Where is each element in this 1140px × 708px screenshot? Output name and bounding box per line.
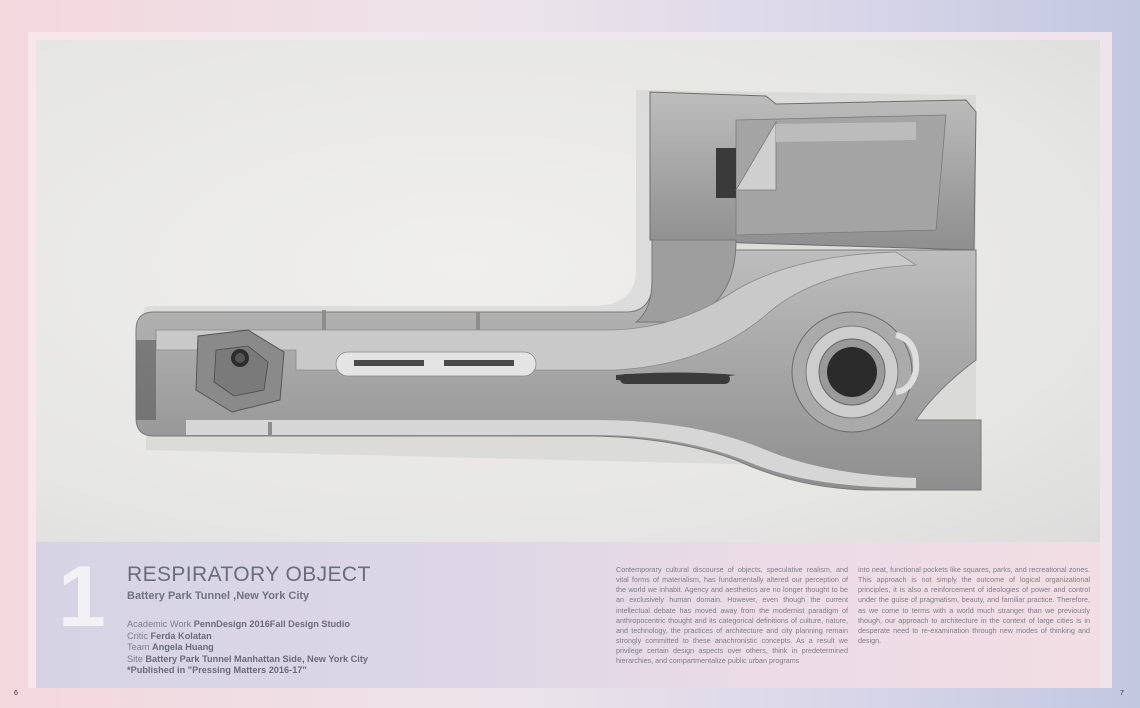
page-number-right: 7 <box>1120 690 1124 697</box>
credit-academic: Academic Work PennDesign 2016Fall Design… <box>127 619 350 629</box>
project-subtitle: Battery Park Tunnel ,New York City <box>127 590 310 602</box>
credit-published: *Published in "Pressing Matters 2016-17" <box>127 665 307 676</box>
body-text-column-1: Contemporary cultural discourse of objec… <box>616 565 848 666</box>
credit-critic: Critic Ferda Kolatan <box>127 630 212 641</box>
caption-band <box>36 542 1100 688</box>
credit-site: Site Battery Park Tunnel Manhattan Side,… <box>127 653 368 664</box>
project-number: 1 <box>58 549 106 645</box>
architectural-model-image <box>36 40 1100 542</box>
project-title: RESPIRATORY OBJECT <box>127 563 371 586</box>
page-number-left: 6 <box>14 690 18 697</box>
body-text-column-2: into neat, functional pockets like squar… <box>858 565 1090 646</box>
credit-team: Team Angela Huang <box>127 642 214 653</box>
project-credits: Academic Work PennDesign 2016Fall Design… <box>127 619 368 677</box>
